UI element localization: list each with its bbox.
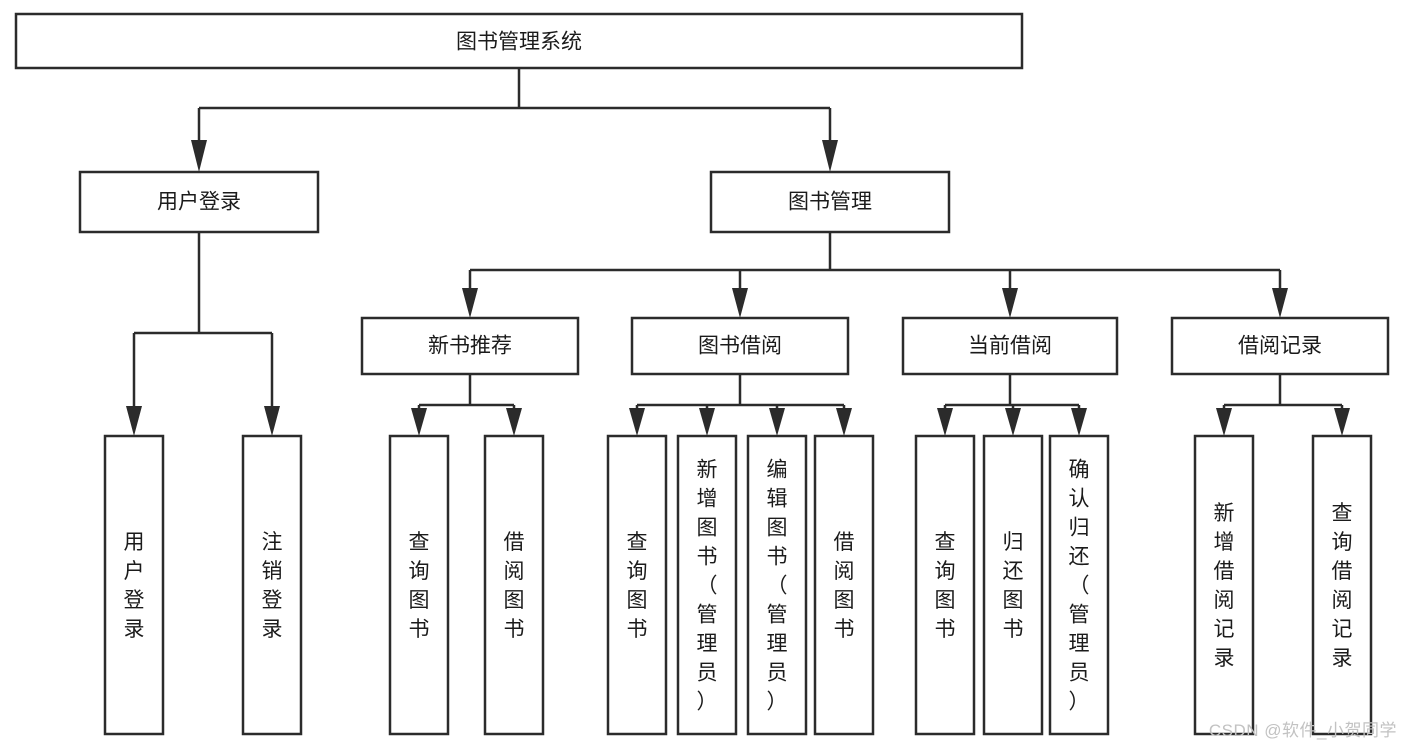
arrow-to-new-book-recommend: [462, 288, 478, 318]
node-root-label: 图书管理系统: [456, 31, 582, 54]
node-leaf-borrow-book-2-box[interactable]: [813, 434, 875, 736]
node-leaf-query-book-2-label: 查询图书: [627, 531, 648, 641]
arrow-to-leaf-add-record: [1216, 408, 1232, 436]
node-book-borrow-box[interactable]: [630, 316, 850, 376]
csdn-watermark: CSDN @软件_小贺同学: [1208, 721, 1397, 740]
node-leaf-borrow-book-1-box[interactable]: [483, 434, 545, 736]
node-leaf-edit-book-box[interactable]: [746, 434, 808, 736]
node-leaf-add-book-label: 新增图书（管理员）: [697, 459, 718, 714]
arrow-to-leaf-query-book-1: [411, 408, 427, 436]
node-borrow-record[interactable]: 借阅记录: [1170, 316, 1390, 376]
node-user-login[interactable]: 用户登录: [78, 170, 320, 234]
node-leaf-confirm-return-box[interactable]: [1048, 434, 1110, 736]
node-leaf-add-book[interactable]: 新增图书（管理员）: [676, 434, 738, 736]
node-leaf-add-record-box[interactable]: [1193, 434, 1255, 736]
arrow-to-leaf-query-book-2: [629, 408, 645, 436]
node-leaf-logout[interactable]: 注销登录: [241, 434, 303, 736]
node-leaf-confirm-return[interactable]: 确认归还（管理员）: [1048, 434, 1110, 736]
arrow-to-leaf-query-book-3: [937, 408, 953, 436]
node-leaf-return-book-label: 归还图书: [1003, 531, 1024, 641]
node-leaf-query-book-3-box[interactable]: [914, 434, 976, 736]
node-leaf-edit-book-label: 编辑图书（管理员）: [767, 459, 788, 714]
arrow-to-leaf-logout: [264, 406, 280, 436]
arrow-to-leaf-edit-book: [769, 408, 785, 436]
node-leaf-borrow-book-2[interactable]: 借阅图书: [813, 434, 875, 736]
node-root-box[interactable]: [14, 12, 1024, 70]
node-current-borrow[interactable]: 当前借阅: [901, 316, 1119, 376]
node-leaf-query-book-3[interactable]: 查询图书: [914, 434, 976, 736]
node-leaf-logout-label: 注销登录: [262, 531, 283, 641]
arrow-to-leaf-add-book: [699, 408, 715, 436]
node-leaf-query-book-2-box[interactable]: [606, 434, 668, 736]
node-leaf-add-record[interactable]: 新增借阅记录: [1193, 434, 1255, 736]
node-leaf-borrow-book-1[interactable]: 借阅图书: [483, 434, 545, 736]
node-leaf-return-book[interactable]: 归还图书: [982, 434, 1044, 736]
node-book-borrow-label: 图书借阅: [698, 335, 782, 358]
node-leaf-query-record-box[interactable]: [1311, 434, 1373, 736]
node-book-management[interactable]: 图书管理: [709, 170, 951, 234]
node-leaf-query-book-2[interactable]: 查询图书: [606, 434, 668, 736]
node-new-book-recommend[interactable]: 新书推荐: [360, 316, 580, 376]
node-leaf-query-book-1[interactable]: 查询图书: [388, 434, 450, 736]
node-user-login-label: 用户登录: [157, 191, 241, 214]
node-new-book-recommend-label: 新书推荐: [428, 335, 512, 358]
node-leaf-query-book-1-label: 查询图书: [409, 531, 430, 641]
node-user-login-box[interactable]: [78, 170, 320, 234]
arrow-to-current-borrow: [1002, 288, 1018, 318]
node-leaf-user-login-label: 用户登录: [124, 531, 145, 641]
node-leaf-add-record-label: 新增借阅记录: [1214, 502, 1235, 670]
arrow-root-to-user-login: [191, 140, 207, 172]
node-root[interactable]: 图书管理系统: [14, 12, 1024, 70]
node-leaf-query-record[interactable]: 查询借阅记录: [1311, 434, 1373, 736]
node-leaf-query-book-1-box[interactable]: [388, 434, 450, 736]
node-leaf-confirm-return-label: 确认归还（管理员）: [1069, 459, 1090, 714]
node-leaf-return-book-box[interactable]: [982, 434, 1044, 736]
node-book-borrow[interactable]: 图书借阅: [630, 316, 850, 376]
node-leaf-user-login-box[interactable]: [103, 434, 165, 736]
arrow-to-leaf-borrow-book-1: [506, 408, 522, 436]
arrow-root-to-book-management: [822, 140, 838, 172]
arrow-to-leaf-borrow-book-2: [836, 408, 852, 436]
arrow-to-leaf-confirm-return: [1071, 408, 1087, 436]
node-new-book-recommend-box[interactable]: [360, 316, 580, 376]
node-current-borrow-box[interactable]: [901, 316, 1119, 376]
node-book-management-label: 图书管理: [788, 191, 872, 214]
node-borrow-record-box[interactable]: [1170, 316, 1390, 376]
node-leaf-logout-box[interactable]: [241, 434, 303, 736]
node-leaf-edit-book[interactable]: 编辑图书（管理员）: [746, 434, 808, 736]
node-layer: 图书管理系统 用户登录 图书管理 新书推荐 图书借阅: [14, 12, 1390, 736]
node-leaf-query-book-3-label: 查询图书: [935, 531, 956, 641]
arrow-to-leaf-return-book: [1005, 408, 1021, 436]
connector-layer: [126, 68, 1350, 436]
arrow-to-leaf-user-login: [126, 406, 142, 436]
node-leaf-borrow-book-2-label: 借阅图书: [834, 531, 855, 641]
node-leaf-borrow-book-1-label: 借阅图书: [504, 531, 525, 641]
node-book-management-box[interactable]: [709, 170, 951, 234]
node-borrow-record-label: 借阅记录: [1238, 335, 1322, 358]
node-leaf-user-login[interactable]: 用户登录: [103, 434, 165, 736]
node-current-borrow-label: 当前借阅: [968, 335, 1052, 358]
node-leaf-add-book-box[interactable]: [676, 434, 738, 736]
arrow-to-borrow-record: [1272, 288, 1288, 318]
arrow-to-leaf-query-record: [1334, 408, 1350, 436]
node-leaf-query-record-label: 查询借阅记录: [1332, 502, 1353, 670]
arrow-to-book-borrow: [732, 288, 748, 318]
